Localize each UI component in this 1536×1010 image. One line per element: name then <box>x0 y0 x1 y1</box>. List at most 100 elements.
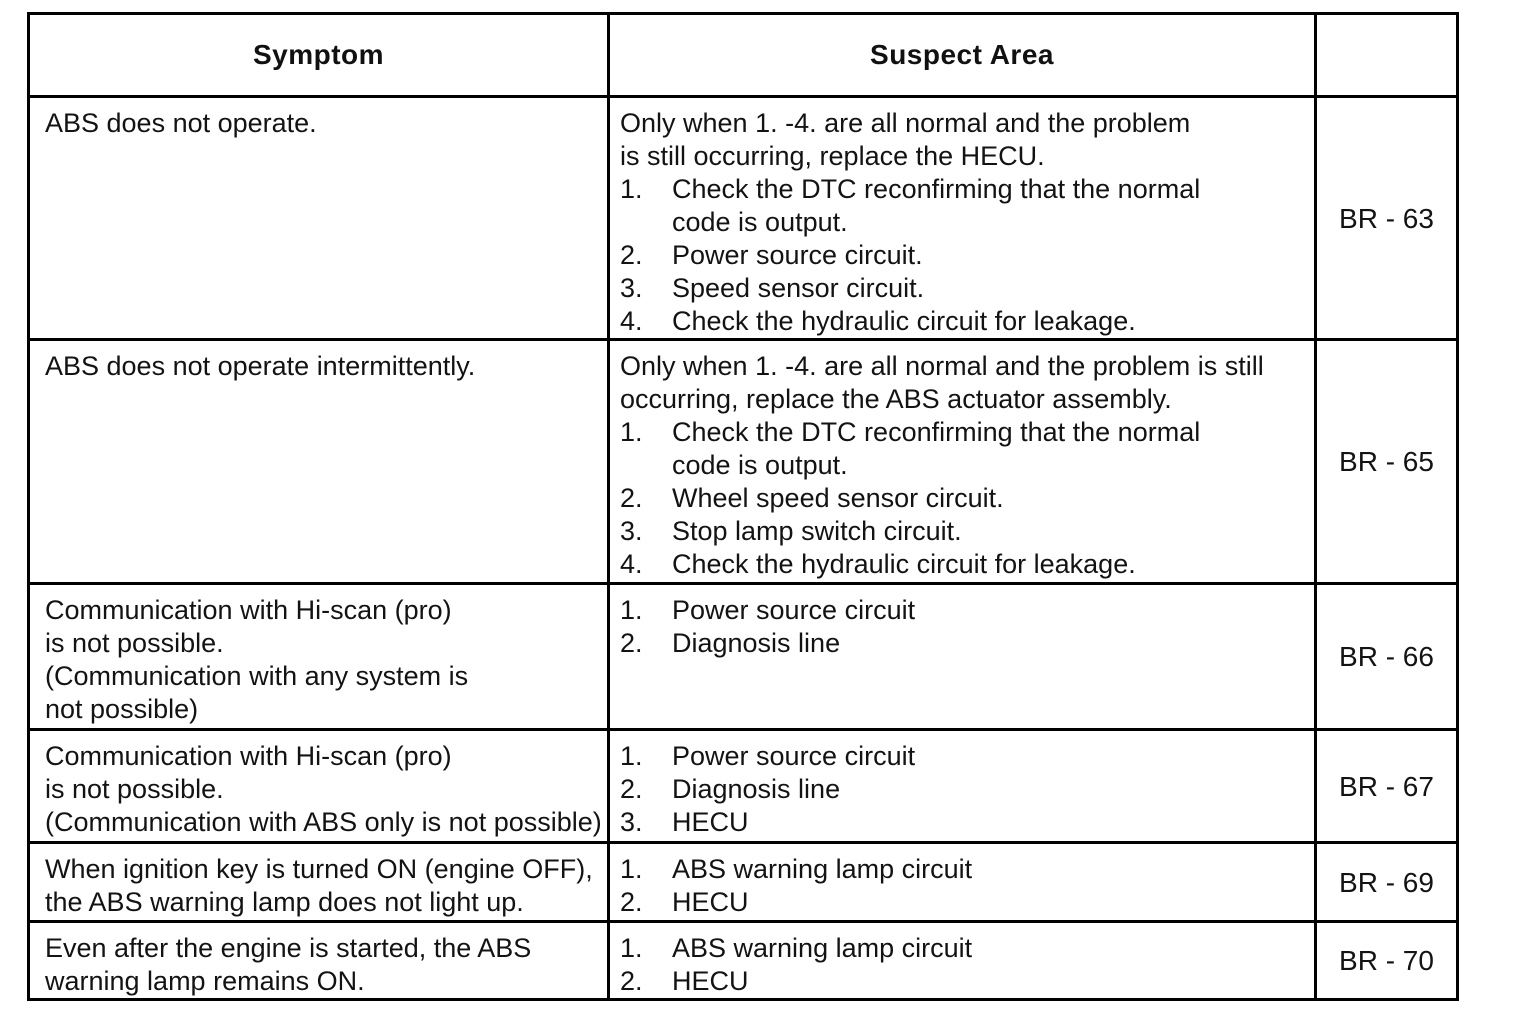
suspect-item-number: 1. <box>620 933 643 963</box>
suspect-item-text: Diagnosis line <box>672 627 1308 660</box>
suspect-item-text: HECU <box>672 886 1308 919</box>
suspect-item-text: Check the hydraulic circuit for leakage. <box>672 305 1308 338</box>
reference-label: BR - 67 <box>1339 770 1434 802</box>
suspect-item: 1. ABS warning lamp circuit <box>620 932 1308 965</box>
table-row: ABS does not operate. Only when 1. -4. ar… <box>27 95 1459 341</box>
table-body: ABS does not operate. Only when 1. -4. ar… <box>27 95 1459 1001</box>
suspect-intro-line: Only when 1. -4. are all normal and the … <box>620 108 1191 138</box>
suspect-item-line: Speed sensor circuit. <box>672 273 925 303</box>
suspect-item-number: 2. <box>620 774 643 804</box>
suspect-item-text: ABS warning lamp circuit <box>672 932 1308 965</box>
suspect-item-text: Power source circuit <box>672 740 1308 773</box>
suspect-area-cell: 1. ABS warning lamp circuit 2. HECU <box>607 841 1317 923</box>
suspect-item-number: 3. <box>620 516 643 546</box>
suspect-item: 3. HECU <box>620 806 1308 839</box>
suspect-item-text: Check the hydraulic circuit for leakage. <box>672 548 1308 581</box>
symptom-cell: ABS does not operate. <box>27 95 610 341</box>
suspect-item: 2. Diagnosis line <box>620 627 1308 660</box>
suspect-item-line: Stop lamp switch circuit. <box>672 516 962 546</box>
suspect-area-column-header: Suspect Area <box>607 12 1317 98</box>
suspect-item-line: Diagnosis line <box>672 774 841 804</box>
suspect-item: 2. Wheel speed sensor circuit. <box>620 482 1308 515</box>
suspect-item-number: 4. <box>620 549 643 579</box>
suspect-item: 1. Check the DTC reconfirming that the no… <box>620 416 1308 482</box>
suspect-item: 2. HECU <box>620 965 1308 998</box>
reference-label: BR - 69 <box>1339 866 1434 898</box>
suspect-item-number: 2. <box>620 966 643 996</box>
reference-label: BR - 70 <box>1339 945 1434 976</box>
suspect-item: 1.Check the DTC reconfirming that the no… <box>620 173 1308 239</box>
suspect-item-line: ABS warning lamp circuit <box>672 854 973 884</box>
suspect-item-line: code is output. <box>672 450 848 480</box>
suspect-item: 3.Speed sensor circuit. <box>620 272 1308 305</box>
suspect-item-line: HECU <box>672 966 749 996</box>
suspect-item-line: Check the DTC reconfirming that the norm… <box>672 174 1201 204</box>
suspect-item: 2. Power source circuit. <box>620 239 1308 272</box>
reference-label: BR - 63 <box>1339 202 1434 234</box>
symptom-cell: ABS does not operate intermittently. <box>27 338 610 585</box>
troubleshooting-table: Symptom Suspect Area ABS does not operat… <box>27 12 1459 1001</box>
reference-cell: BR - 66 <box>1314 582 1459 731</box>
symptom-line: (Communication with any system is <box>45 661 469 691</box>
symptom-line: Communication with Hi-scan (pro) <box>45 741 452 771</box>
suspect-item-line: Wheel speed sensor circuit. <box>672 483 1004 513</box>
reference-label: BR - 66 <box>1339 641 1434 672</box>
table-header-row: Symptom Suspect Area <box>27 12 1459 98</box>
symptom-line: not possible) <box>45 694 199 724</box>
suspect-item-number: 1. <box>620 854 643 884</box>
suspect-item-text: Check the DTC reconfirming that the norm… <box>672 416 1308 482</box>
suspect-item-line: Check the hydraulic circuit for leakage. <box>672 549 1136 579</box>
suspect-item-text: Stop lamp switch circuit. <box>672 515 1308 548</box>
reference-cell: BR - 70 <box>1314 920 1459 1001</box>
table-row: Communication with Hi-scan (pro)is not p… <box>27 728 1459 844</box>
suspect-item-number: 1. <box>620 595 643 625</box>
symptom-cell: Communication with Hi-scan (pro)is not p… <box>27 728 610 844</box>
suspect-item-line: Power source circuit <box>672 595 916 625</box>
suspect-item-number: 2. <box>620 887 643 917</box>
symptom-cell: Even after the engine is started, the AB… <box>27 920 610 1001</box>
suspect-item-number: 1. <box>620 741 643 771</box>
suspect-item-line: ABS warning lamp circuit <box>672 933 973 963</box>
symptom-line: warning lamp remains ON. <box>45 966 365 996</box>
suspect-item-text: HECU <box>672 806 1308 839</box>
suspect-area-cell: Only when 1. -4. are all normal and the … <box>607 95 1317 341</box>
suspect-item-number: 2. <box>620 240 643 270</box>
symptom-cell: Communication with Hi-scan (pro)is not p… <box>27 582 610 731</box>
suspect-item-line: Check the hydraulic circuit for leakage. <box>672 306 1136 336</box>
reference-cell: BR - 65 <box>1314 338 1459 585</box>
reference-cell: BR - 63 <box>1314 95 1459 341</box>
suspect-item: 3. Stop lamp switch circuit. <box>620 515 1308 548</box>
suspect-item-number: 4. <box>620 306 643 336</box>
symptom-line: is not possible. <box>45 628 224 658</box>
table-row: Even after the engine is started, the AB… <box>27 920 1459 1001</box>
suspect-item-number: 2. <box>620 628 643 658</box>
symptom-line: (Communication with ABS only is not poss… <box>45 807 602 837</box>
symptom-line: ABS does not operate. <box>45 108 317 138</box>
suspect-item: 1. ABS warning lamp circuit <box>620 853 1308 886</box>
suspect-intro-line: is still occurring, replace the HECU. <box>620 141 1045 171</box>
suspect-item-line: HECU <box>672 887 749 917</box>
symptom-line: Communication with Hi-scan (pro) <box>45 595 452 625</box>
suspect-item-text: Power source circuit. <box>672 239 1308 272</box>
symptom-line: ABS does not operate intermittently. <box>45 351 476 381</box>
suspect-item: 4. Check the hydraulic circuit for leakag… <box>620 305 1308 338</box>
symptom-column-header: Symptom <box>27 12 610 98</box>
symptom-line: Even after the engine is started, the AB… <box>45 933 532 963</box>
suspect-item-text: ABS warning lamp circuit <box>672 853 1308 886</box>
reference-cell: BR - 67 <box>1314 728 1459 844</box>
symptom-cell: When ignition key is turned ON (engine O… <box>27 841 610 923</box>
suspect-item: 4. Check the hydraulic circuit for leakag… <box>620 548 1308 581</box>
suspect-intro-line: occurring, replace the ABS actuator asse… <box>620 384 1172 414</box>
suspect-item-number: 3. <box>620 807 643 837</box>
table-row: Communication with Hi-scan (pro)is not p… <box>27 582 1459 731</box>
suspect-item-text: HECU <box>672 965 1308 998</box>
suspect-area-cell: Only when 1. -4. are all normal and the … <box>607 338 1317 585</box>
table-row: When ignition key is turned ON (engine O… <box>27 841 1459 923</box>
suspect-item-number: 2. <box>620 483 643 513</box>
suspect-item-number: 1. <box>620 417 643 447</box>
suspect-item: 1. Power source circuit <box>620 740 1308 773</box>
suspect-item-text: Speed sensor circuit. <box>672 272 1308 305</box>
suspect-area-cell: 1. Power source circuit 2. Diagnosis line <box>607 582 1317 731</box>
